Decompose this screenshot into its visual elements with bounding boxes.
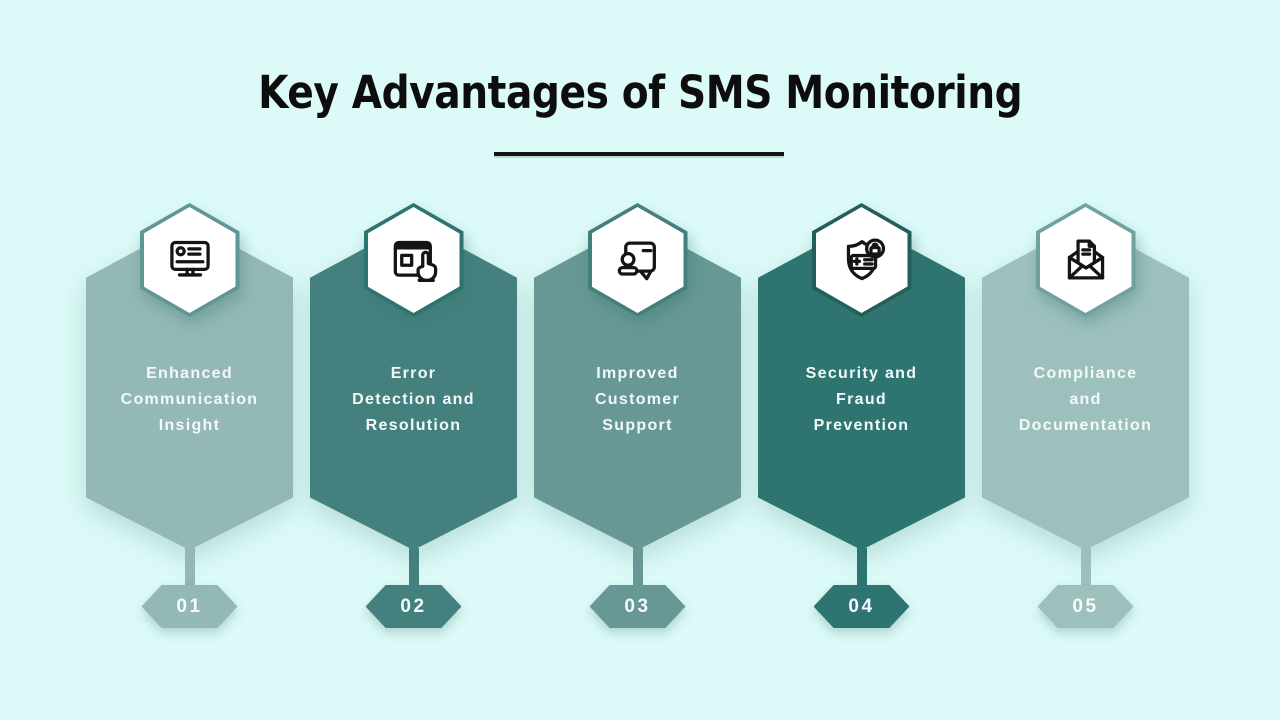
connector-stem: [856, 548, 867, 592]
connector-stem: [408, 548, 419, 592]
card-title: Security and Fraud Prevention: [805, 365, 918, 434]
card-enhanced-communication-insight: Enhanced Communication Insight 01: [86, 203, 293, 635]
number-badge: 01: [141, 585, 238, 628]
window-click-icon: [393, 240, 437, 283]
number-badge: 05: [1037, 585, 1134, 628]
icon-hexagon: [811, 203, 912, 317]
card-title: Compliance and Documentation: [1018, 365, 1153, 434]
icon-hexagon: [587, 203, 688, 317]
card-compliance-documentation: Compliance and Documentation 05: [982, 203, 1189, 635]
number-badge: 04: [813, 585, 910, 628]
advantage-cards-row: Enhanced Communication Insight 01 Error: [86, 203, 1189, 635]
envelope-document-icon: [1067, 239, 1104, 280]
card-error-detection-resolution: Error Detection and Resolution 02: [310, 203, 517, 635]
title-underline: [494, 152, 784, 156]
icon-hexagon: [139, 203, 240, 317]
card-title: Improved Customer Support: [594, 365, 681, 434]
card-security-fraud-prevention: Security and Fraud Prevention 04: [758, 203, 965, 635]
contact-card-support-icon: [617, 241, 656, 281]
connector-stem: [1080, 548, 1091, 592]
number-badge: 02: [365, 585, 462, 628]
icon-hexagon: [1035, 203, 1136, 317]
shield-lock-icon: [846, 238, 885, 281]
connector-stem: [184, 548, 195, 592]
icon-hexagon: [363, 203, 464, 317]
connector-stem: [632, 548, 643, 592]
card-improved-customer-support: Improved Customer Support 03: [534, 203, 741, 635]
page-title: Key Advantages of SMS Monitoring: [257, 66, 1023, 119]
card-title: Error Detection and Resolution: [352, 365, 475, 434]
number-badge: 03: [589, 585, 686, 628]
card-title: Enhanced Communication Insight: [120, 365, 259, 434]
header: Key Advantages of SMS Monitoring: [0, 66, 1280, 119]
monitor-profile-icon: [169, 240, 210, 277]
